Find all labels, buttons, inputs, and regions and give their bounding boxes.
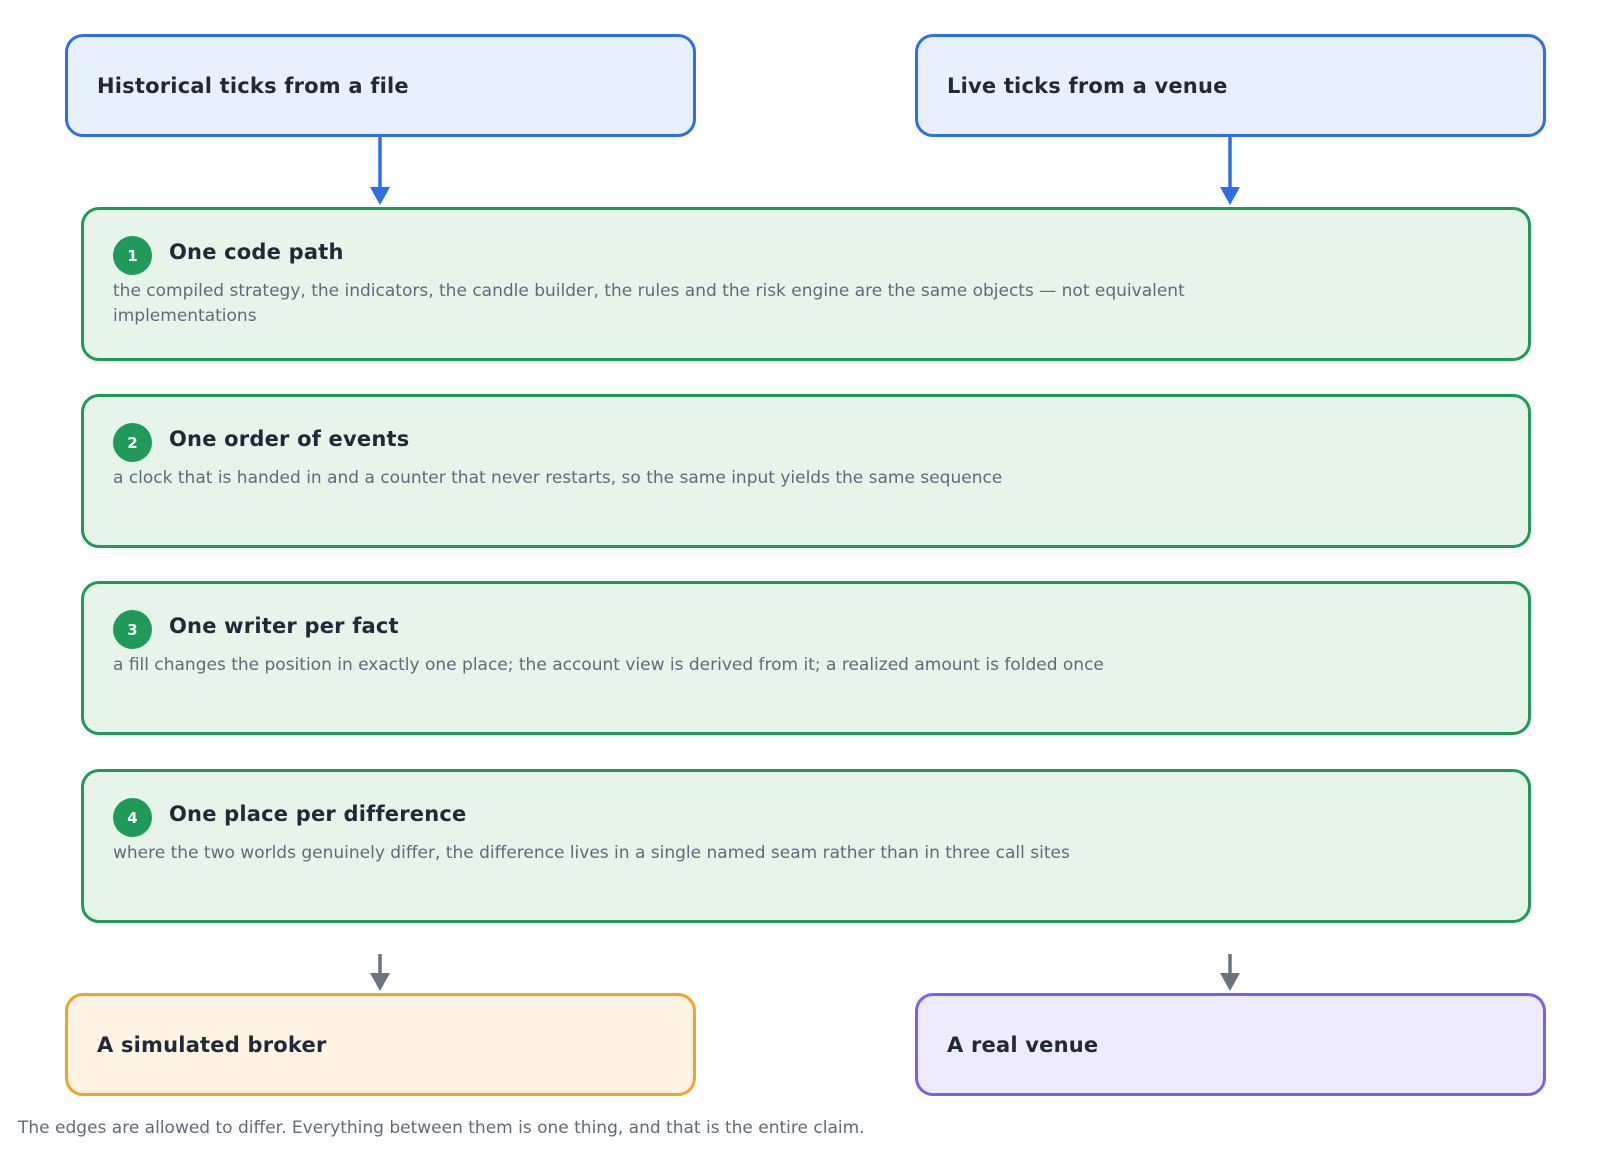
source-live-label: Live ticks from a venue [947, 73, 1228, 98]
destination-simulated-label: A simulated broker [97, 1032, 327, 1057]
principle-number-badge: 3 [113, 610, 152, 649]
principle-title: One place per difference [169, 802, 467, 826]
principle-description: a clock that is handed in and a counter … [113, 468, 1003, 488]
diagram-caption: The edges are allowed to differ. Everyth… [18, 1118, 865, 1138]
arrow-core-to-real [1220, 954, 1240, 991]
principle-title: One order of events [169, 427, 410, 451]
principle-description: where the two worlds genuinely differ, t… [113, 843, 1070, 863]
principle-number-badge: 1 [113, 236, 152, 275]
principle-box-2: 2 One order of events a clock that is ha… [81, 394, 1531, 548]
principle-description: a fill changes the position in exactly o… [113, 655, 1104, 675]
principle-box-3: 3 One writer per fact a fill changes the… [81, 581, 1531, 735]
principle-description: the compiled strategy, the indicators, t… [113, 281, 1185, 326]
source-live-box: Live ticks from a venue [915, 34, 1546, 137]
principle-box-4: 4 One place per difference where the two… [81, 769, 1531, 923]
principle-box-1: 1 One code path the compiled strategy, t… [81, 207, 1531, 361]
destination-real-label: A real venue [947, 1032, 1099, 1057]
principle-number-badge: 2 [113, 423, 152, 462]
principle-title: One writer per fact [169, 614, 399, 638]
source-historical-box: Historical ticks from a file [65, 34, 696, 137]
arrow-live-to-core [1220, 137, 1240, 205]
destination-real-box: A real venue [915, 993, 1546, 1096]
principle-number-badge: 4 [113, 798, 152, 837]
destination-simulated-box: A simulated broker [65, 993, 696, 1096]
source-historical-label: Historical ticks from a file [97, 73, 409, 98]
arrow-core-to-simulated [370, 954, 390, 991]
principle-title: One code path [169, 240, 344, 264]
arrow-historical-to-core [370, 137, 390, 205]
